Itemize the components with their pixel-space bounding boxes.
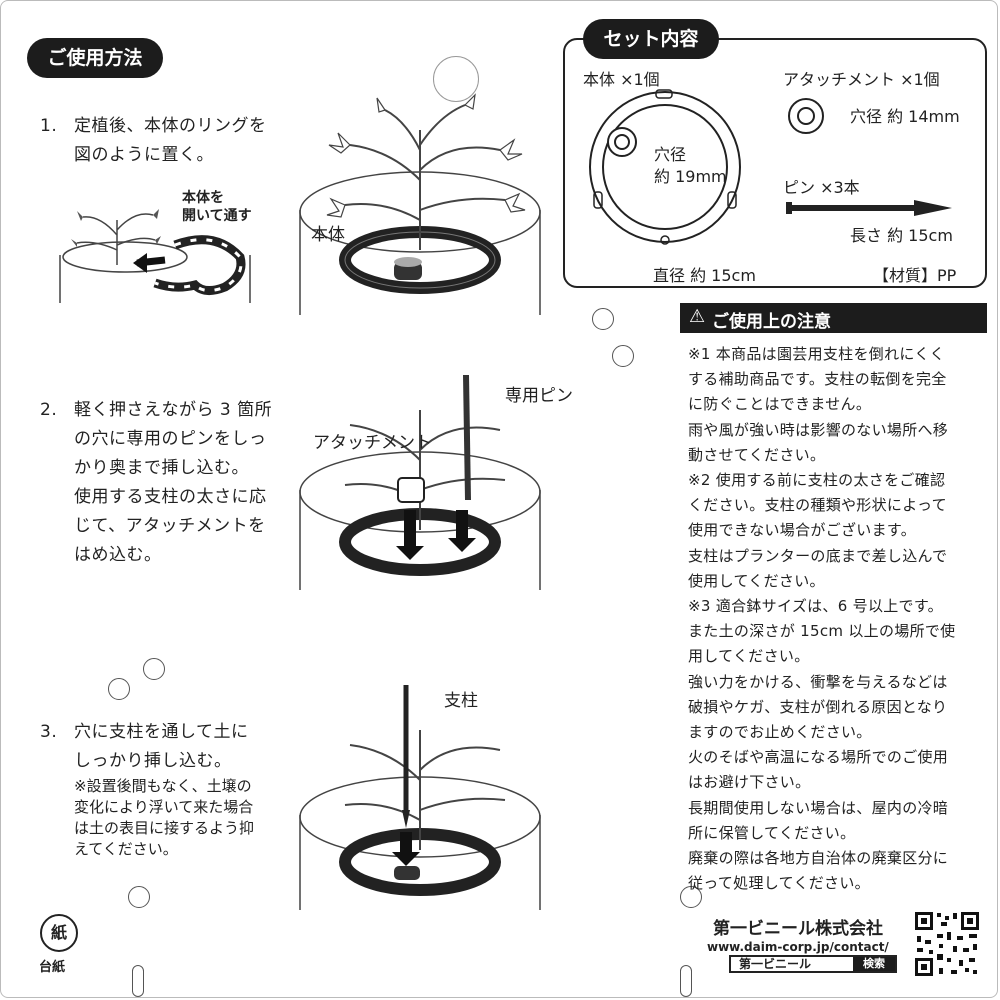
step3-pot-illustration bbox=[299, 685, 541, 910]
body-label: 本体 bbox=[311, 225, 345, 245]
stake-label: 支柱 bbox=[444, 691, 478, 711]
step1-pot-illustration bbox=[299, 93, 541, 315]
caution-header: ⚠ ご使用上の注意 bbox=[680, 303, 987, 333]
recycle-mark: 紙 bbox=[40, 914, 78, 952]
step-line: 定植後、本体のリングを bbox=[74, 116, 267, 136]
recycle-label: 台紙 bbox=[39, 960, 66, 975]
step-line: はめ込む。 bbox=[74, 545, 162, 565]
attachment-label: アタッチメント bbox=[313, 433, 432, 453]
material-label: 【材質】PP bbox=[873, 266, 957, 285]
step-line: 使用する支柱の太さに応 bbox=[74, 487, 267, 507]
punch-hole bbox=[592, 308, 614, 330]
warning-triangle-icon: ⚠ bbox=[689, 306, 706, 327]
set-pins: ピン ×3本 bbox=[783, 178, 860, 197]
step-line: かり奥まで挿し込む。 bbox=[74, 458, 249, 478]
contact-url[interactable]: www.daim-corp.jp/contact/ bbox=[707, 940, 889, 954]
hanger-slot bbox=[680, 965, 692, 997]
step1-illustration bbox=[59, 209, 251, 303]
qr-code bbox=[913, 910, 981, 978]
set-body: 本体 ×1個 bbox=[583, 70, 660, 89]
set-contents-box bbox=[563, 38, 987, 288]
search-button[interactable]: 検索 bbox=[853, 957, 895, 971]
set-contents-title: セット内容 bbox=[583, 19, 719, 59]
caution-body: ※1 本商品は園芸用支柱を倒れにくく する補助商品です。支柱の転倒を完全 に防ぐ… bbox=[688, 345, 956, 893]
ring-diagram bbox=[589, 89, 741, 245]
attachment-icon bbox=[788, 98, 824, 134]
hanger-slot bbox=[132, 965, 144, 997]
company-name: 第一ビニール株式会社 bbox=[713, 919, 883, 939]
usage-title: ご使用方法 bbox=[27, 38, 163, 78]
pin-length-label: 長さ 約 15cm bbox=[850, 226, 953, 245]
step1-callout: 本体を 開いて通す bbox=[182, 190, 252, 224]
step2-pot-illustration bbox=[299, 374, 541, 590]
search-box[interactable]: 第一ビニール bbox=[739, 957, 812, 971]
step-line: の穴に専用のピンをしっ bbox=[74, 429, 267, 449]
set-attachment: アタッチメント ×1個 bbox=[783, 70, 940, 89]
step-line: 穴に支柱を通して土に bbox=[74, 722, 249, 742]
step-number: 3. bbox=[40, 722, 58, 742]
diameter-label: 直径 約 15cm bbox=[653, 266, 756, 285]
search-widget[interactable]: 第一ビニール 検索 bbox=[729, 955, 897, 973]
punch-hole bbox=[680, 886, 702, 908]
step-line: 図のように置く。 bbox=[74, 145, 214, 165]
step-line: しっかり挿し込む。 bbox=[74, 751, 232, 771]
step-number: 1. bbox=[40, 116, 58, 136]
attachment-hole-label: 穴径 約 14mm bbox=[850, 107, 960, 126]
caution-title: ご使用上の注意 bbox=[712, 312, 831, 332]
step3-note: ※設置後間もなく、土壌の 変化により浮いて来た場合 は土の表目に接するよう抑 え… bbox=[74, 777, 255, 858]
step-line: 軽く押さえながら 3 箇所 bbox=[74, 400, 273, 420]
punch-hole bbox=[108, 678, 130, 700]
punch-hole bbox=[128, 886, 150, 908]
step-line: じて、アタッチメントを bbox=[74, 516, 266, 536]
pin-icon bbox=[786, 200, 952, 216]
punch-hole bbox=[143, 658, 165, 680]
hole-diameter-label: 穴径 約 19mm bbox=[654, 145, 727, 186]
punch-hole bbox=[433, 56, 479, 102]
step-number: 2. bbox=[40, 400, 58, 420]
punch-hole bbox=[612, 345, 634, 367]
pin-label: 専用ピン bbox=[505, 386, 573, 406]
